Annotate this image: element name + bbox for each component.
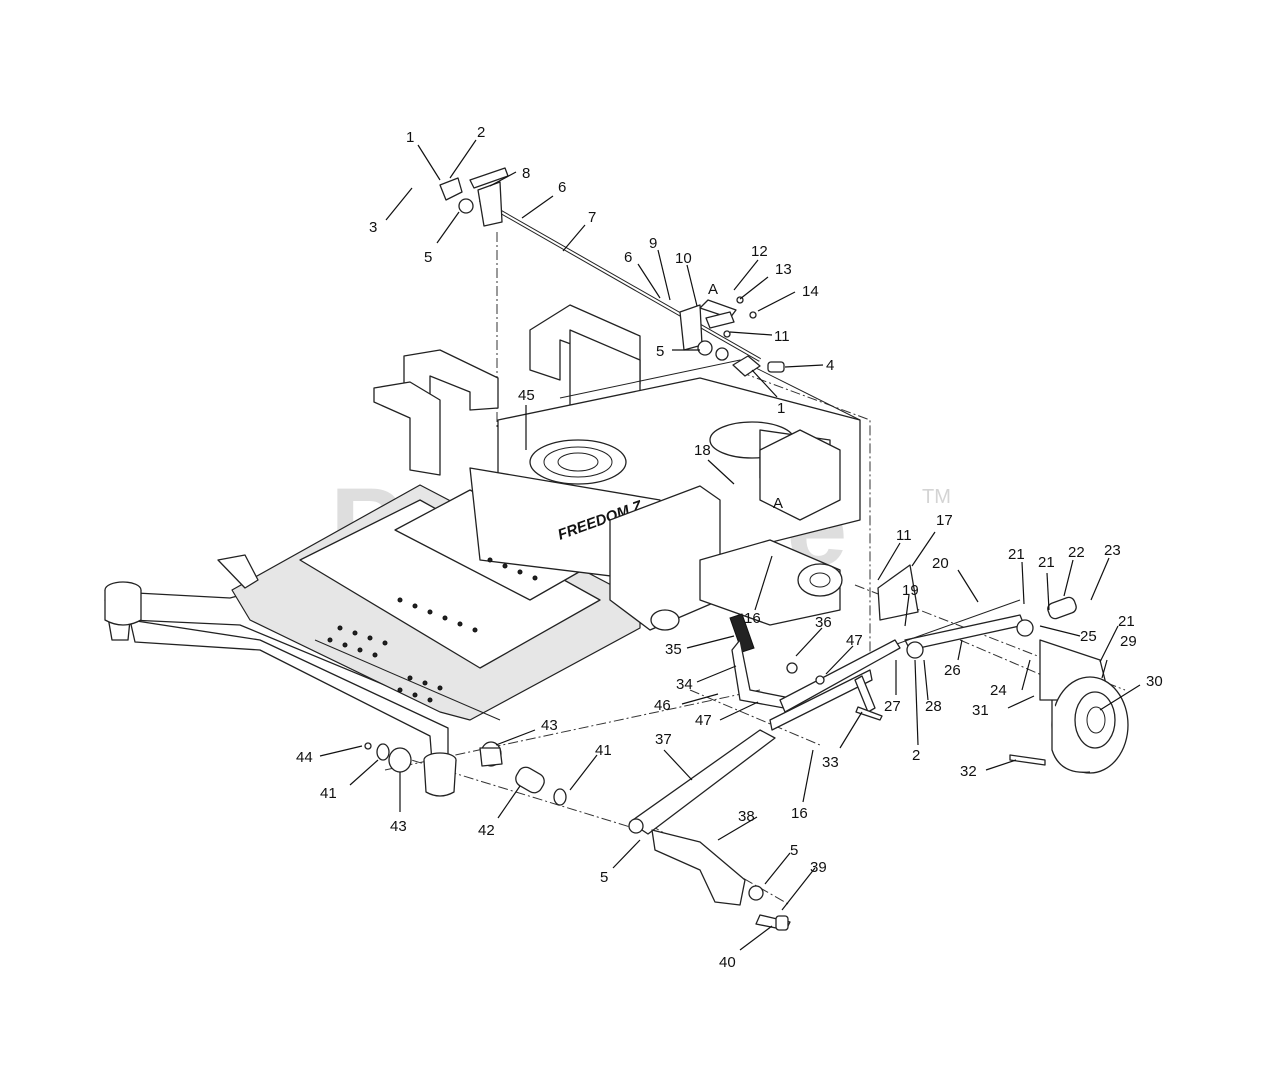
callout-47: 47 — [695, 712, 712, 729]
callout-34: 34 — [676, 676, 693, 693]
callout-5: 5 — [656, 343, 664, 360]
floor-perforations — [327, 557, 538, 703]
callout-19: 19 — [902, 582, 919, 599]
callout-27: 27 — [884, 698, 901, 715]
callout-31: 31 — [972, 702, 989, 719]
callout-5: 5 — [600, 869, 608, 886]
callout-43: 43 — [390, 818, 407, 835]
callout-1: 1 — [777, 400, 785, 417]
callout-1: 1 — [406, 129, 414, 146]
callout-39: 39 — [810, 859, 827, 876]
callout-17: 17 — [936, 512, 953, 529]
callout-21: 21 — [1008, 546, 1025, 563]
callout-22: 22 — [1068, 544, 1085, 561]
callout-9: 9 — [649, 235, 657, 252]
leader-arrows — [319, 139, 1141, 951]
callout-A: A — [708, 281, 718, 298]
callout-13: 13 — [775, 261, 792, 278]
callout-10: 10 — [675, 250, 692, 267]
callout-12: 12 — [751, 243, 768, 260]
callout-40: 40 — [719, 954, 736, 971]
callout-16: 16 — [744, 610, 761, 627]
chassis-frame: FREEDOM Z — [104, 304, 861, 797]
callout-30: 30 — [1146, 673, 1163, 690]
callout-5: 5 — [790, 842, 798, 859]
callout-2: 2 — [912, 747, 920, 764]
callout-7: 7 — [588, 209, 596, 226]
callout-A: A — [773, 495, 783, 512]
callout-33: 33 — [822, 754, 839, 771]
callout-20: 20 — [932, 555, 949, 572]
callout-42: 42 — [478, 822, 495, 839]
callout-37: 37 — [655, 731, 672, 748]
callout-6: 6 — [624, 249, 632, 266]
callout-29: 29 — [1120, 633, 1137, 650]
callout-23: 23 — [1104, 542, 1121, 559]
callout-41: 41 — [595, 742, 612, 759]
callout-8: 8 — [522, 165, 530, 182]
watermark-trademark: TM — [922, 486, 951, 508]
callout-5: 5 — [424, 249, 432, 266]
callout-11: 11 — [896, 527, 912, 544]
callout-24: 24 — [990, 682, 1007, 699]
callout-36: 36 — [815, 614, 832, 631]
callout-46: 46 — [654, 697, 671, 714]
top-shaft-assembly — [439, 167, 785, 377]
callout-21: 21 — [1118, 613, 1135, 630]
callout-35: 35 — [665, 641, 682, 658]
callout-28: 28 — [925, 698, 942, 715]
brake-pedal-linkage — [628, 613, 901, 931]
callout-6: 6 — [558, 179, 566, 196]
callout-45: 45 — [518, 387, 535, 404]
callout-2: 2 — [477, 124, 485, 141]
callout-32: 32 — [960, 763, 977, 780]
callout-16: 16 — [791, 805, 808, 822]
callout-26: 26 — [944, 662, 961, 679]
callout-21: 21 — [1038, 554, 1055, 571]
callout-11: 11 — [774, 328, 790, 345]
callout-4: 4 — [826, 357, 834, 374]
callout-41: 41 — [320, 785, 337, 802]
callout-3: 3 — [369, 219, 377, 236]
callout-47: 47 — [846, 632, 863, 649]
callout-44: 44 — [296, 749, 313, 766]
callout-43: 43 — [541, 717, 558, 734]
callout-14: 14 — [802, 283, 819, 300]
lower-bushings — [364, 706, 1046, 806]
callout-38: 38 — [738, 808, 755, 825]
callout-18: 18 — [694, 442, 711, 459]
callout-25: 25 — [1080, 628, 1097, 645]
callout-labels: 1 2 3 5 8 6 7 6 9 10 A 12 13 14 11 5 4 1… — [296, 124, 1163, 971]
